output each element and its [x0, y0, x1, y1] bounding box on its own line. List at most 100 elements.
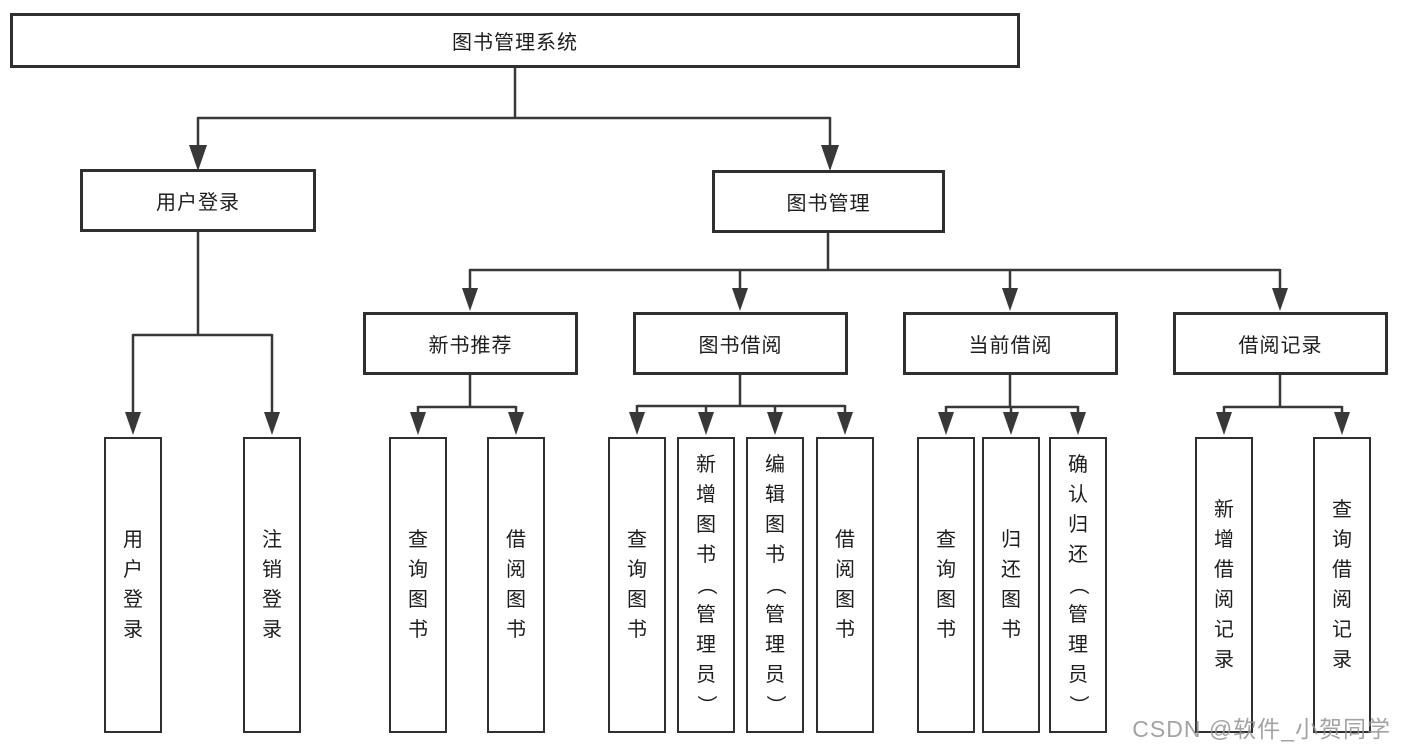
vertical-char: 户 [123, 559, 143, 581]
node-query-borrow-record: 查询借阅记录 [1313, 437, 1371, 733]
vertical-char: 还 [1068, 544, 1088, 566]
vertical-char: 用 [123, 529, 143, 551]
vertical-char: 录 [123, 619, 143, 641]
node-query-books-borrowing-label: 查询图书 [627, 439, 647, 731]
connector-new-book [416, 375, 518, 414]
vertical-char: 管 [1068, 604, 1088, 626]
vertical-char: 录 [1214, 649, 1234, 671]
node-book-management-module: 图书管理 [712, 170, 945, 233]
vertical-char: 增 [1214, 529, 1234, 551]
node-book-borrowing-label: 图书借阅 [698, 335, 783, 357]
node-confirm-return-admin: 确认归还 （ 管理员 ） [1049, 437, 1107, 733]
node-logout-login-label: 注销登录 [262, 439, 282, 731]
vertical-char: 查 [408, 529, 428, 551]
vertical-char: 询 [627, 559, 647, 581]
vertical-char: 询 [1332, 529, 1352, 551]
vertical-char: 确 [1068, 454, 1088, 476]
node-add-borrow-record: 新增借阅记录 [1195, 437, 1253, 733]
node-current-borrowing: 当前借阅 [903, 312, 1118, 375]
node-user-login-label: 用户登录 [123, 439, 143, 731]
vertical-char: 管 [765, 604, 785, 626]
vertical-char: 记 [1332, 619, 1352, 641]
vertical-char: 阅 [506, 559, 526, 581]
vertical-char: 询 [408, 559, 428, 581]
vertical-char: 查 [1332, 499, 1352, 521]
vertical-char: 图 [696, 514, 716, 536]
vertical-char: 员 [765, 664, 785, 686]
vertical-char: 书 [835, 619, 855, 641]
vertical-char: 登 [123, 589, 143, 611]
vertical-char: 归 [1068, 514, 1088, 536]
vertical-char: 新 [696, 454, 716, 476]
node-return-books-label: 归还图书 [1001, 439, 1021, 731]
node-borrowing-records-label: 借阅记录 [1238, 335, 1323, 357]
node-user-login: 用户登录 [104, 437, 162, 733]
vertical-char: 阅 [1332, 589, 1352, 611]
csdn-watermark: CSDN @软件_小贺同学 [1132, 716, 1391, 742]
vertical-char: （ [1067, 575, 1089, 595]
vertical-char: 登 [262, 589, 282, 611]
node-book-management-module-label: 图书管理 [786, 193, 871, 215]
node-borrow-books: 借阅图书 [816, 437, 874, 733]
vertical-char: 理 [1068, 634, 1088, 656]
vertical-char: 图 [936, 589, 956, 611]
vertical-char: 询 [936, 559, 956, 581]
vertical-char: 借 [835, 529, 855, 551]
node-query-books-current: 查询图书 [917, 437, 975, 733]
node-current-borrowing-label: 当前借阅 [968, 335, 1053, 357]
node-new-book-recommend: 新书推荐 [363, 312, 578, 375]
node-borrow-books-recommend-label: 借阅图书 [506, 439, 526, 731]
vertical-char: 归 [1001, 529, 1021, 551]
vertical-char: 书 [936, 619, 956, 641]
vertical-char: ） [1067, 695, 1089, 715]
vertical-char: 新 [1214, 499, 1234, 521]
connector-root [196, 68, 832, 147]
node-add-book-admin-label: 新增图书（管理员） [695, 439, 717, 731]
connector-borrowing [635, 375, 847, 414]
node-library-system: 图书管理系统 [10, 13, 1020, 68]
vertical-char: 图 [1001, 589, 1021, 611]
vertical-char: 理 [765, 634, 785, 656]
vertical-char: 销 [262, 559, 282, 581]
node-return-books: 归还图书 [982, 437, 1040, 733]
vertical-char: 员 [696, 664, 716, 686]
vertical-char: 查 [627, 529, 647, 551]
vertical-char: 借 [506, 529, 526, 551]
connector-book-mgmt [468, 233, 1282, 290]
vertical-char: 管 [696, 604, 716, 626]
connector-current [944, 375, 1080, 414]
vertical-char: 还 [1001, 559, 1021, 581]
vertical-char: ） [764, 695, 786, 715]
node-new-book-recommend-label: 新书推荐 [428, 335, 513, 357]
vertical-char: 理 [696, 634, 716, 656]
node-add-book-admin: 新增图书（管理员） [677, 437, 735, 733]
vertical-char: （ [764, 575, 786, 595]
vertical-char: 员 [1068, 664, 1088, 686]
vertical-char: 阅 [835, 559, 855, 581]
vertical-char: 书 [408, 619, 428, 641]
node-borrow-books-label: 借阅图书 [835, 439, 855, 731]
vertical-char: ） [695, 695, 717, 715]
vertical-char: 记 [1214, 619, 1234, 641]
vertical-char: 借 [1214, 559, 1234, 581]
connector-records [1222, 375, 1344, 414]
vertical-char: 图 [408, 589, 428, 611]
arrowheads [125, 145, 1350, 435]
vertical-char: 图 [506, 589, 526, 611]
vertical-char: 借 [1332, 559, 1352, 581]
vertical-char: 图 [627, 589, 647, 611]
vertical-char: 书 [765, 544, 785, 566]
vertical-char: 查 [936, 529, 956, 551]
vertical-char: 认 [1068, 484, 1088, 506]
vertical-char: 图 [835, 589, 855, 611]
node-query-books-recommend-label: 查询图书 [408, 439, 428, 731]
node-query-books-recommend: 查询图书 [389, 437, 447, 733]
vertical-char: 书 [1001, 619, 1021, 641]
node-logout-login: 注销登录 [243, 437, 301, 733]
vertical-char: 注 [262, 529, 282, 551]
node-book-borrowing: 图书借阅 [633, 312, 848, 375]
node-query-borrow-record-label: 查询借阅记录 [1332, 439, 1352, 731]
node-edit-book-admin-label: 编辑图书（管理员） [764, 439, 786, 731]
connector-user-login [131, 232, 274, 413]
